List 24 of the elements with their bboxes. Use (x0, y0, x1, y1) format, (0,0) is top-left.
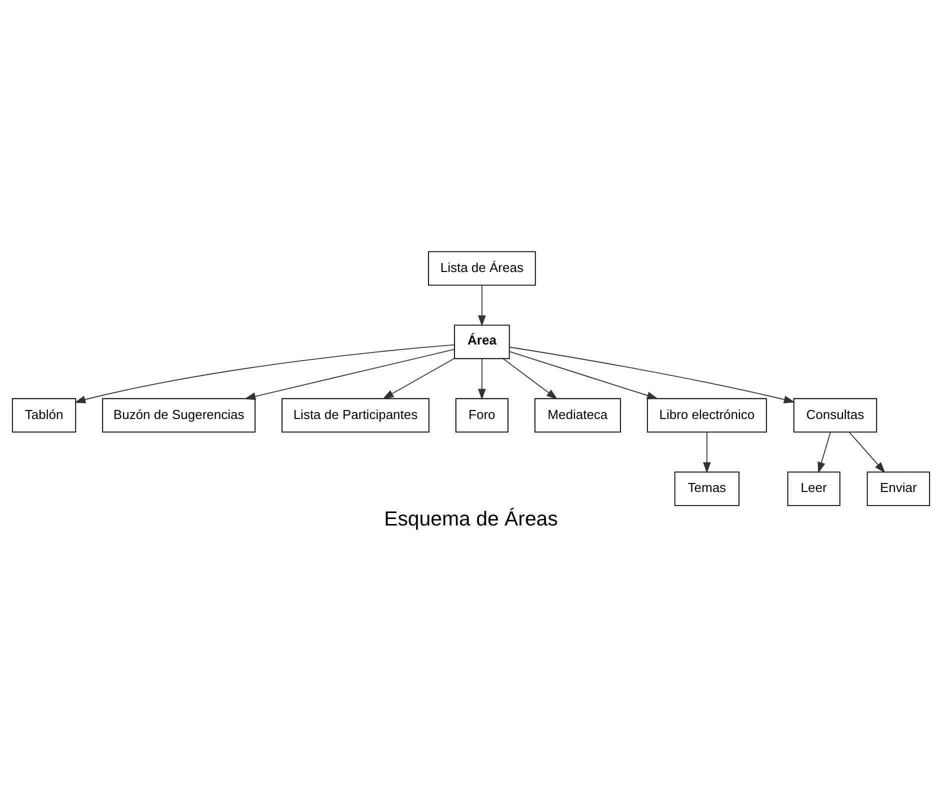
node-box: Consultas (793, 398, 878, 433)
arrow (502, 358, 558, 400)
node-box: Área (454, 324, 510, 360)
arrow (703, 432, 711, 474)
node-box: Buzón de Sugerencias (102, 398, 256, 433)
arrow (74, 344, 455, 404)
node-box: Leer (787, 472, 840, 506)
arrow (478, 284, 486, 327)
node-box: Lista de Participantes (282, 398, 430, 433)
arrow (509, 351, 658, 400)
node-box: Enviar (866, 472, 930, 506)
node-box: Temas (674, 472, 740, 506)
arrow (382, 358, 455, 400)
node-box: Mediateca (534, 398, 621, 433)
node-box: Foro (455, 398, 508, 433)
node-box: Tablón (12, 398, 76, 433)
arrow (848, 432, 886, 474)
node-box: Lista de Áreas (428, 251, 536, 286)
arrow (509, 346, 796, 404)
node-box: Libro electrónico (646, 398, 767, 433)
arrow (244, 348, 455, 400)
arrow (478, 358, 486, 400)
caption: Esquema de Áreas (384, 508, 558, 531)
arrow (818, 432, 831, 474)
